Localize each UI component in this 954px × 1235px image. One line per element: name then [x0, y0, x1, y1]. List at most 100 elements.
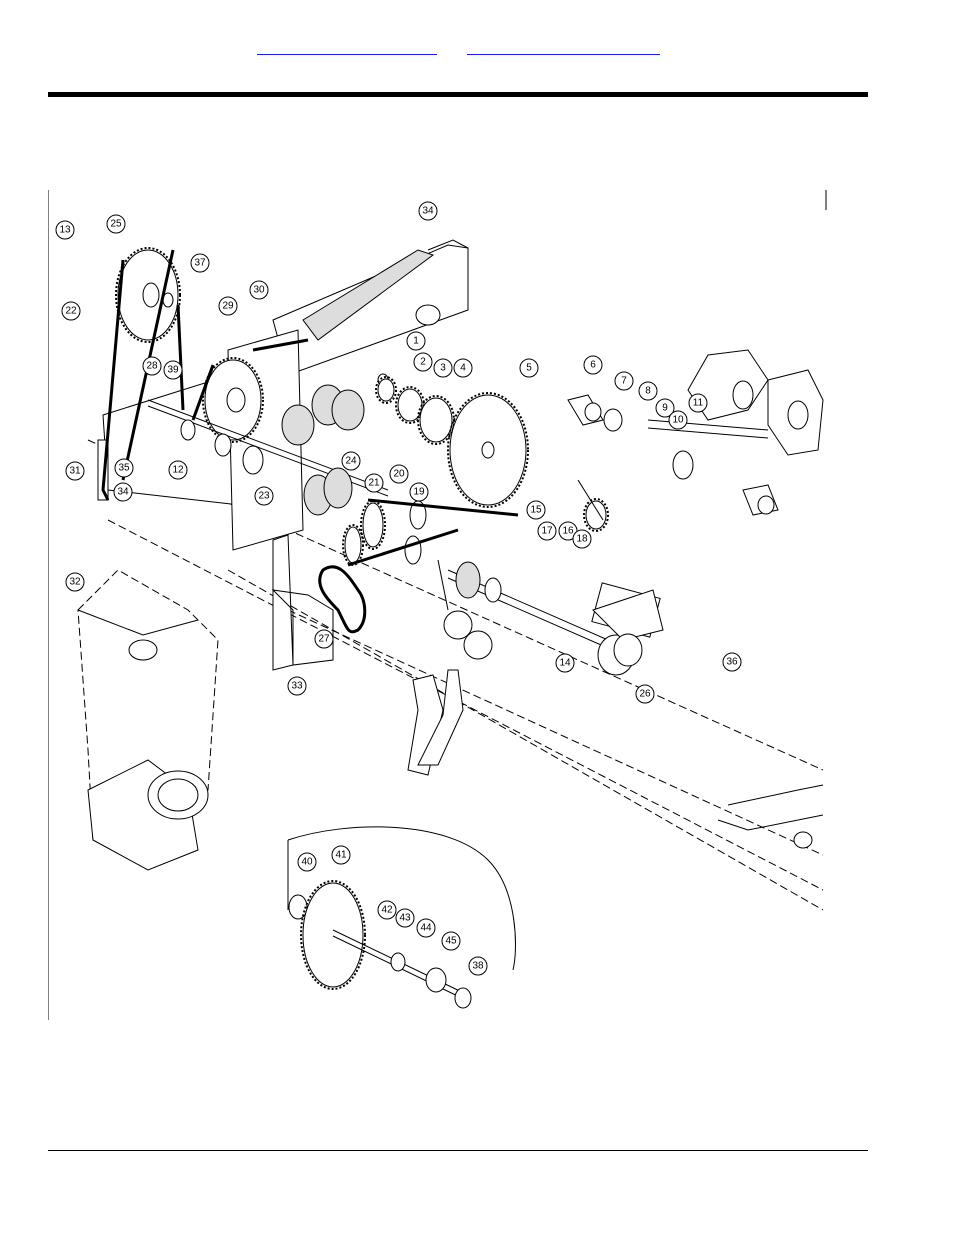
svg-text:1: 1: [413, 336, 419, 347]
callout-15a: 15: [526, 500, 546, 520]
callout-16a: 16: [558, 521, 578, 541]
callout-30: 30: [249, 280, 269, 300]
callout-12a: 12: [168, 460, 188, 480]
svg-text:25: 25: [110, 219, 122, 230]
bracket-33: [271, 589, 334, 666]
svg-text:19: 19: [413, 487, 425, 498]
callout-2: 2: [413, 352, 433, 372]
callout-13a: 13: [55, 220, 75, 240]
callout-1: 1: [406, 331, 426, 351]
svg-text:7: 7: [621, 376, 627, 387]
top-links: [0, 38, 954, 58]
svg-text:36: 36: [726, 657, 738, 668]
callout-37: 37: [190, 253, 210, 273]
sprocket-29: [191, 338, 309, 443]
svg-text:15: 15: [530, 505, 542, 516]
callout-34b: 34: [113, 482, 133, 502]
svg-text:10: 10: [672, 415, 684, 426]
callout-6a: 6: [583, 355, 603, 375]
callout-3a: 3: [433, 358, 453, 378]
callout-36: 36: [722, 652, 742, 672]
svg-text:12: 12: [172, 465, 184, 476]
callout-41: 41: [331, 845, 351, 865]
callout-17a: 17: [537, 521, 557, 541]
svg-text:30: 30: [253, 285, 265, 296]
chain-22b: [176, 304, 185, 411]
svg-text:35: 35: [118, 463, 130, 474]
svg-text:22: 22: [65, 306, 77, 317]
callout-34a: 34: [418, 201, 438, 221]
callout-10: 10: [668, 410, 688, 430]
callout-38: 38: [468, 956, 488, 976]
callout-5: 5: [519, 358, 539, 378]
svg-text:11: 11: [693, 398, 704, 409]
cap-26: [613, 633, 643, 667]
svg-text:17: 17: [541, 526, 553, 537]
callout-32a: 32: [65, 572, 85, 592]
svg-text:13: 13: [59, 225, 71, 236]
svg-text:33: 33: [291, 681, 303, 692]
chain-27: [318, 565, 367, 634]
callout-28: 28: [142, 356, 162, 376]
callout-42: 42: [377, 900, 397, 920]
svg-text:34: 34: [422, 206, 434, 217]
svg-text:29: 29: [222, 301, 234, 312]
gear-housing: [97, 329, 304, 551]
svg-text:20: 20: [393, 469, 405, 480]
callout-43: 43: [395, 908, 415, 928]
svg-text:38: 38: [472, 961, 484, 972]
svg-text:24: 24: [345, 456, 357, 467]
sprocket-25: [115, 247, 181, 343]
nav-link-right[interactable]: [467, 38, 660, 55]
svg-text:31: 31: [69, 466, 81, 477]
upper-toolbar: [272, 239, 469, 376]
callout-35a: 35: [114, 458, 134, 478]
svg-text:8: 8: [645, 386, 651, 397]
callout-4: 4: [453, 358, 473, 378]
inset-detail: [287, 826, 516, 1009]
callout-9a: 9: [655, 398, 675, 418]
callout-7a: 7: [614, 371, 634, 391]
callout-26: 26: [635, 684, 655, 704]
svg-text:27: 27: [318, 634, 330, 645]
svg-text:2: 2: [420, 357, 426, 368]
callout-44: 44: [416, 918, 436, 938]
svg-text:44: 44: [420, 923, 432, 934]
footer-rule: [48, 1150, 868, 1151]
svg-text:41: 41: [335, 850, 347, 861]
support-arm: [407, 674, 444, 776]
svg-text:32: 32: [69, 577, 81, 588]
callout-40: 40: [297, 852, 317, 872]
mount-bracket: [592, 589, 664, 641]
svg-text:5: 5: [526, 363, 532, 374]
svg-text:40: 40: [301, 857, 313, 868]
callout-45: 45: [441, 931, 461, 951]
svg-text:45: 45: [445, 936, 457, 947]
callout-29: 29: [218, 296, 238, 316]
mid-sprockets: [342, 498, 519, 611]
callout-39: 39: [163, 360, 183, 380]
callout-20a: 20: [389, 464, 409, 484]
svg-text:3: 3: [440, 363, 446, 374]
svg-text:26: 26: [639, 689, 651, 700]
header-rule: [48, 92, 868, 97]
svg-text:14: 14: [559, 658, 571, 669]
svg-text:28: 28: [146, 361, 158, 372]
svg-text:9: 9: [662, 403, 668, 414]
lower-shank: [417, 669, 464, 766]
parts-exploded-diagram: 13 25 37 22 29 30 34 1 2 3 4 5 6 7 8 9 1…: [48, 190, 827, 1020]
svg-text:37: 37: [194, 258, 206, 269]
svg-text:23: 23: [258, 491, 270, 502]
callout-21: 21: [364, 473, 384, 493]
callout-25: 25: [106, 214, 126, 234]
callout-22a: 22: [61, 301, 81, 321]
callout-19a: 19: [409, 482, 429, 502]
svg-text:18: 18: [576, 534, 588, 545]
nav-link-left[interactable]: [257, 38, 437, 55]
callout-11: 11: [688, 393, 708, 413]
svg-text:4: 4: [460, 363, 466, 374]
callout-14: 14: [555, 653, 575, 673]
callout-33: 33: [287, 676, 307, 696]
callout-27: 27: [314, 629, 334, 649]
callout-23: 23: [254, 486, 274, 506]
